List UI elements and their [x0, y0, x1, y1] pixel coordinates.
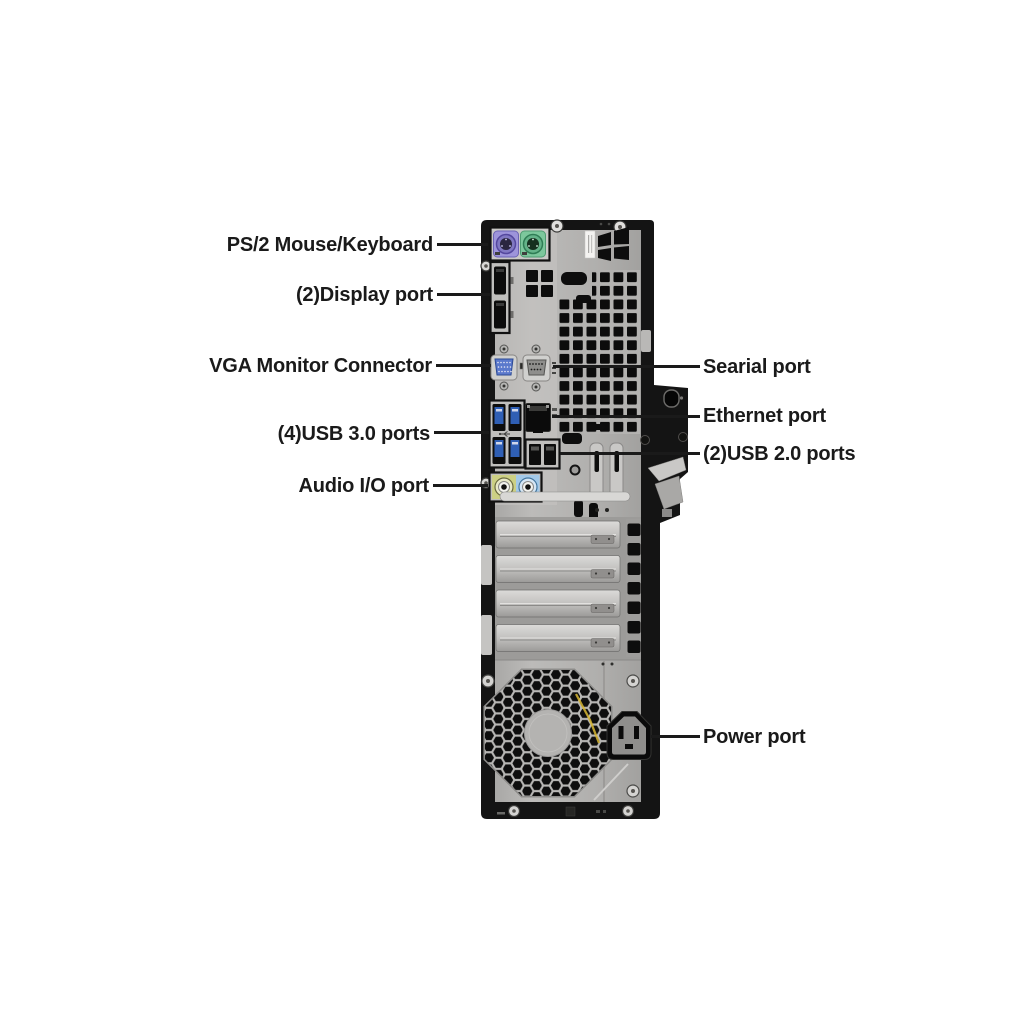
usb3-ports-group: [488, 399, 526, 469]
callout-line-ethernet: [552, 415, 700, 418]
label-power: Power port: [703, 726, 806, 748]
callout-line-serial: [553, 365, 700, 368]
usb3-port: [492, 404, 506, 431]
ps2-ports-group: [489, 226, 551, 262]
label-vga: VGA Monitor Connector: [209, 355, 432, 377]
usb3-port: [508, 437, 522, 464]
ps2-mouse-port: [493, 230, 519, 258]
internal-wire: [574, 693, 601, 744]
callout-line-displayport: [437, 293, 490, 296]
padlock-tabs: [569, 442, 624, 499]
callout-line-power: [651, 735, 700, 738]
label-sticker: [584, 230, 596, 259]
windows-flag-cutout: [598, 227, 629, 261]
slot-cover: [495, 624, 621, 652]
cable-lock-slot: [663, 389, 680, 408]
usb2-port: [529, 444, 541, 465]
card-guide-tab: [481, 615, 492, 655]
callout-line-usb3: [434, 431, 489, 434]
displayport-2: [494, 300, 506, 329]
label-usb2: (2)USB 2.0 ports: [703, 443, 856, 465]
callout-line-audio: [433, 484, 488, 487]
slot-cover: [495, 555, 621, 583]
label-usb3: (4)USB 3.0 ports: [277, 423, 431, 445]
usb2-port: [544, 444, 556, 465]
audio-line-out-jack: [494, 477, 514, 497]
slot-cover: [495, 589, 621, 618]
label-serial: Searial port: [703, 356, 811, 378]
label-ps2: PS/2 Mouse/Keyboard: [226, 234, 433, 256]
ps2-keyboard-port: [520, 230, 546, 258]
label-audio: Audio I/O port: [298, 475, 429, 497]
expansion-slots: [481, 517, 641, 661]
displayport-group: [489, 260, 514, 335]
vga-connector: [490, 344, 527, 391]
retention-bar: [499, 491, 631, 512]
callout-line-ps2: [437, 243, 488, 246]
vent-grid: [526, 270, 640, 520]
card-guide-tab: [481, 545, 492, 585]
fan-hub: [524, 709, 572, 757]
side-latch: [640, 330, 688, 517]
slot-cover: [495, 520, 621, 549]
label-ethernet: Ethernet port: [703, 405, 826, 427]
fan-grille: [483, 668, 613, 798]
expansion-vent-strip: [626, 519, 641, 657]
callout-line-vga: [436, 364, 491, 367]
serial-connector: [522, 344, 556, 392]
callout-line-usb2: [560, 452, 700, 455]
usb2-ports-group: [524, 438, 561, 470]
power-inlet: [606, 711, 652, 760]
audio-line-in-jack: [518, 477, 538, 497]
usb3-port: [508, 404, 522, 431]
usb3-port: [492, 437, 506, 464]
displayport-1: [494, 266, 506, 295]
label-displayport: (2)Display port: [295, 284, 433, 306]
usb-trident-icon: [498, 431, 510, 437]
